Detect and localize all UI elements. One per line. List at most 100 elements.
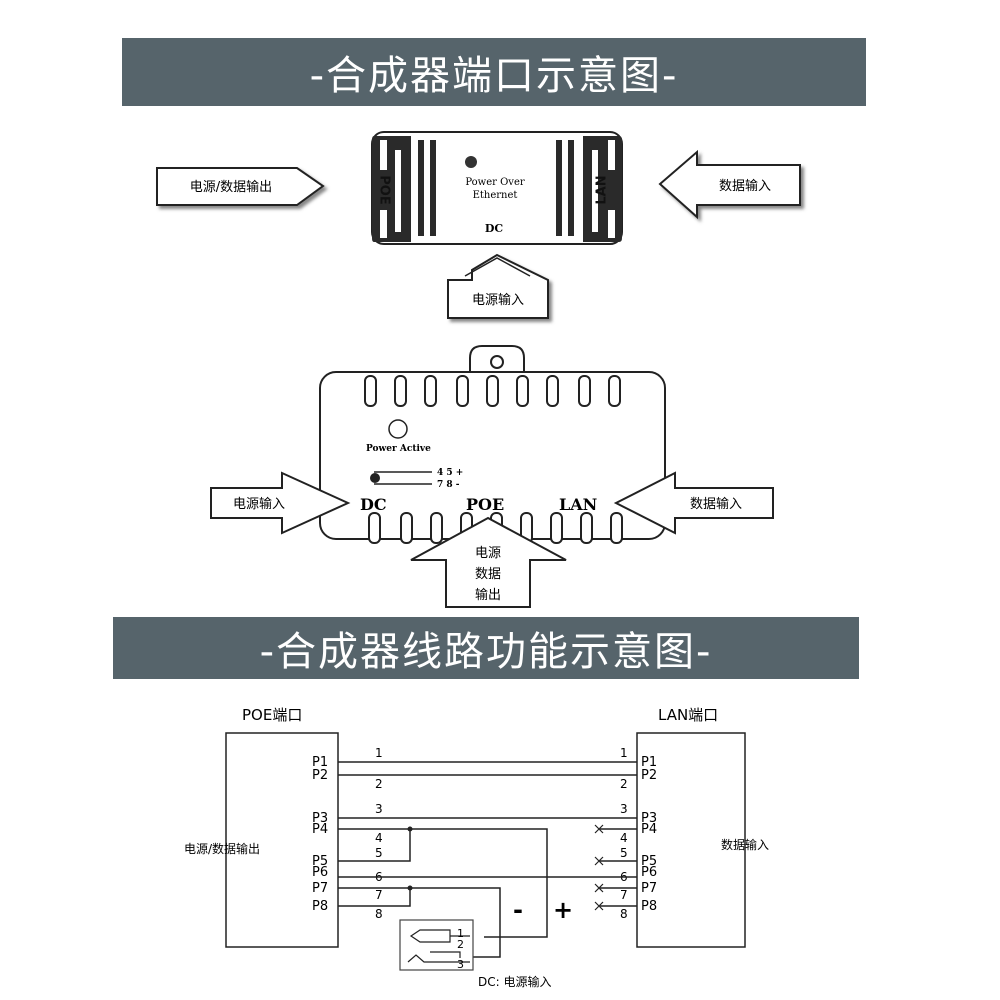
lan-pin-label: P1 — [641, 755, 657, 770]
poe-port-title: POE端口 — [242, 706, 302, 724]
lan-pin-label: P4 — [641, 822, 657, 837]
polarity-plus: + — [553, 896, 573, 924]
power-active-label: Power Active — [366, 444, 431, 454]
vent-slot-bottom — [400, 512, 413, 544]
wire-number-right: 4 — [620, 831, 628, 845]
dc-pin-number: 3 — [457, 958, 464, 971]
section-title-port-diagram: -合成器端口示意图- — [122, 38, 866, 106]
dc-pin-number: 1 — [457, 927, 464, 940]
wire-number-right: 2 — [620, 777, 628, 791]
polarity-minus: - — [513, 896, 523, 924]
dc-pin-number: 2 — [457, 938, 464, 951]
poe-pin-label: P3 — [312, 811, 328, 826]
wire-number-left: 2 — [375, 777, 383, 791]
wire-number-left: 3 — [375, 802, 383, 816]
poe-pin-label: P1 — [312, 755, 328, 770]
lan-port-description: 数据输入 — [721, 837, 769, 852]
wire-number-right: 8 — [620, 907, 628, 921]
poe-port-description: 电源/数据输出 — [184, 841, 260, 856]
device-text-line1: Power Over — [465, 177, 525, 188]
lan-pin-label: P8 — [641, 899, 657, 914]
vent-slot-top — [578, 375, 591, 407]
vent-slot-bottom — [368, 512, 381, 544]
wire-minus — [410, 887, 501, 958]
arrow-label-data-input-top: 数据输入 — [719, 178, 771, 194]
arrow-label-output-line3: 输出 — [475, 587, 501, 603]
stub-x-marks — [594, 824, 604, 911]
arrow-data-input-side — [613, 471, 774, 535]
dc-jack-symbol — [399, 919, 474, 971]
device-lan-label: LAN — [595, 175, 610, 204]
wire-number-left: 5 — [375, 846, 383, 860]
vent-slot-top — [516, 375, 529, 407]
arrow-power-input-top — [447, 253, 549, 319]
port-poe-label: POE — [466, 495, 504, 514]
wire-number-left: 4 — [375, 831, 383, 845]
poe-pin-label: P4 — [312, 822, 328, 837]
vent-slot-bottom — [610, 512, 623, 544]
wiring-lines — [338, 761, 637, 958]
section-title-wiring-diagram: -合成器线路功能示意图- — [113, 617, 859, 679]
vent-slot-top — [546, 375, 559, 407]
vent-slot-top — [608, 375, 621, 407]
wire-plus — [410, 828, 548, 938]
port-dc-label: DC — [360, 495, 387, 514]
vent-slot-bottom — [550, 512, 563, 544]
poe-pin-label: P2 — [312, 768, 328, 783]
arrow-label-output-line2: 数据 — [475, 567, 501, 582]
arrow-label-output-line1: 电源 — [475, 546, 501, 561]
lan-pin-label: P6 — [641, 865, 657, 880]
port-lan-label: LAN — [559, 495, 597, 514]
wire-number-right: 1 — [620, 746, 628, 760]
vent-slot-bottom — [580, 512, 593, 544]
arrow-label-power-data-output: 电源/数据输出 — [190, 179, 272, 195]
lan-pin-label: P7 — [641, 881, 657, 896]
vent-slot-top — [486, 375, 499, 407]
arrow-power-data-output-bottom — [410, 516, 567, 608]
device-dc-label: DC — [485, 222, 504, 235]
dc-jack-label: DC: 电源输入 — [478, 974, 551, 989]
arrow-data-input-top — [658, 149, 801, 220]
poe-port-box — [225, 732, 339, 948]
poe-pin-label: P7 — [312, 881, 328, 896]
dc-pin-numbers: 12 3 — [457, 927, 464, 971]
vent-slot-top — [394, 375, 407, 407]
vent-slot-top — [424, 375, 437, 407]
wire-number-right: 5 — [620, 846, 628, 860]
wire-number-right: 3 — [620, 802, 628, 816]
vent-slot-top — [456, 375, 469, 407]
poe-pin-label: P8 — [312, 899, 328, 914]
poe-pin-label: P6 — [312, 865, 328, 880]
junction-dot-78 — [407, 885, 413, 891]
vent-slot-bottom — [430, 512, 443, 544]
device-text-line2: Ethernet — [473, 190, 518, 201]
wire-number-left: 7 — [375, 888, 383, 902]
lan-pin-label: P5 — [641, 854, 657, 869]
wire-number-left: 1 — [375, 746, 383, 760]
device-injector-top — [371, 131, 623, 245]
pin-label-45: 4 5 + — [437, 468, 463, 478]
arrow-label-power-input-top: 电源输入 — [472, 292, 524, 308]
arrow-power-input-side — [210, 471, 351, 535]
device-poe-label: POE — [377, 175, 392, 204]
pin-label-78: 7 8 - — [437, 480, 460, 490]
poe-pin-label: P5 — [312, 854, 328, 869]
arrow-power-data-output — [156, 167, 325, 206]
arrow-label-power-input-side: 电源输入 — [233, 496, 285, 512]
lan-port-title: LAN端口 — [658, 706, 718, 724]
wire-4-5-pair — [338, 828, 411, 862]
arrow-label-data-input-side: 数据输入 — [690, 496, 742, 512]
lan-pin-label: P2 — [641, 768, 657, 783]
junction-dot-45 — [407, 826, 413, 832]
lan-pin-label: P3 — [641, 811, 657, 826]
wire-7-8-pair — [338, 887, 411, 907]
wire-number-left: 8 — [375, 907, 383, 921]
lan-port-box — [636, 732, 746, 948]
wire-number-right: 7 — [620, 888, 628, 902]
vent-slot-top — [364, 375, 377, 407]
